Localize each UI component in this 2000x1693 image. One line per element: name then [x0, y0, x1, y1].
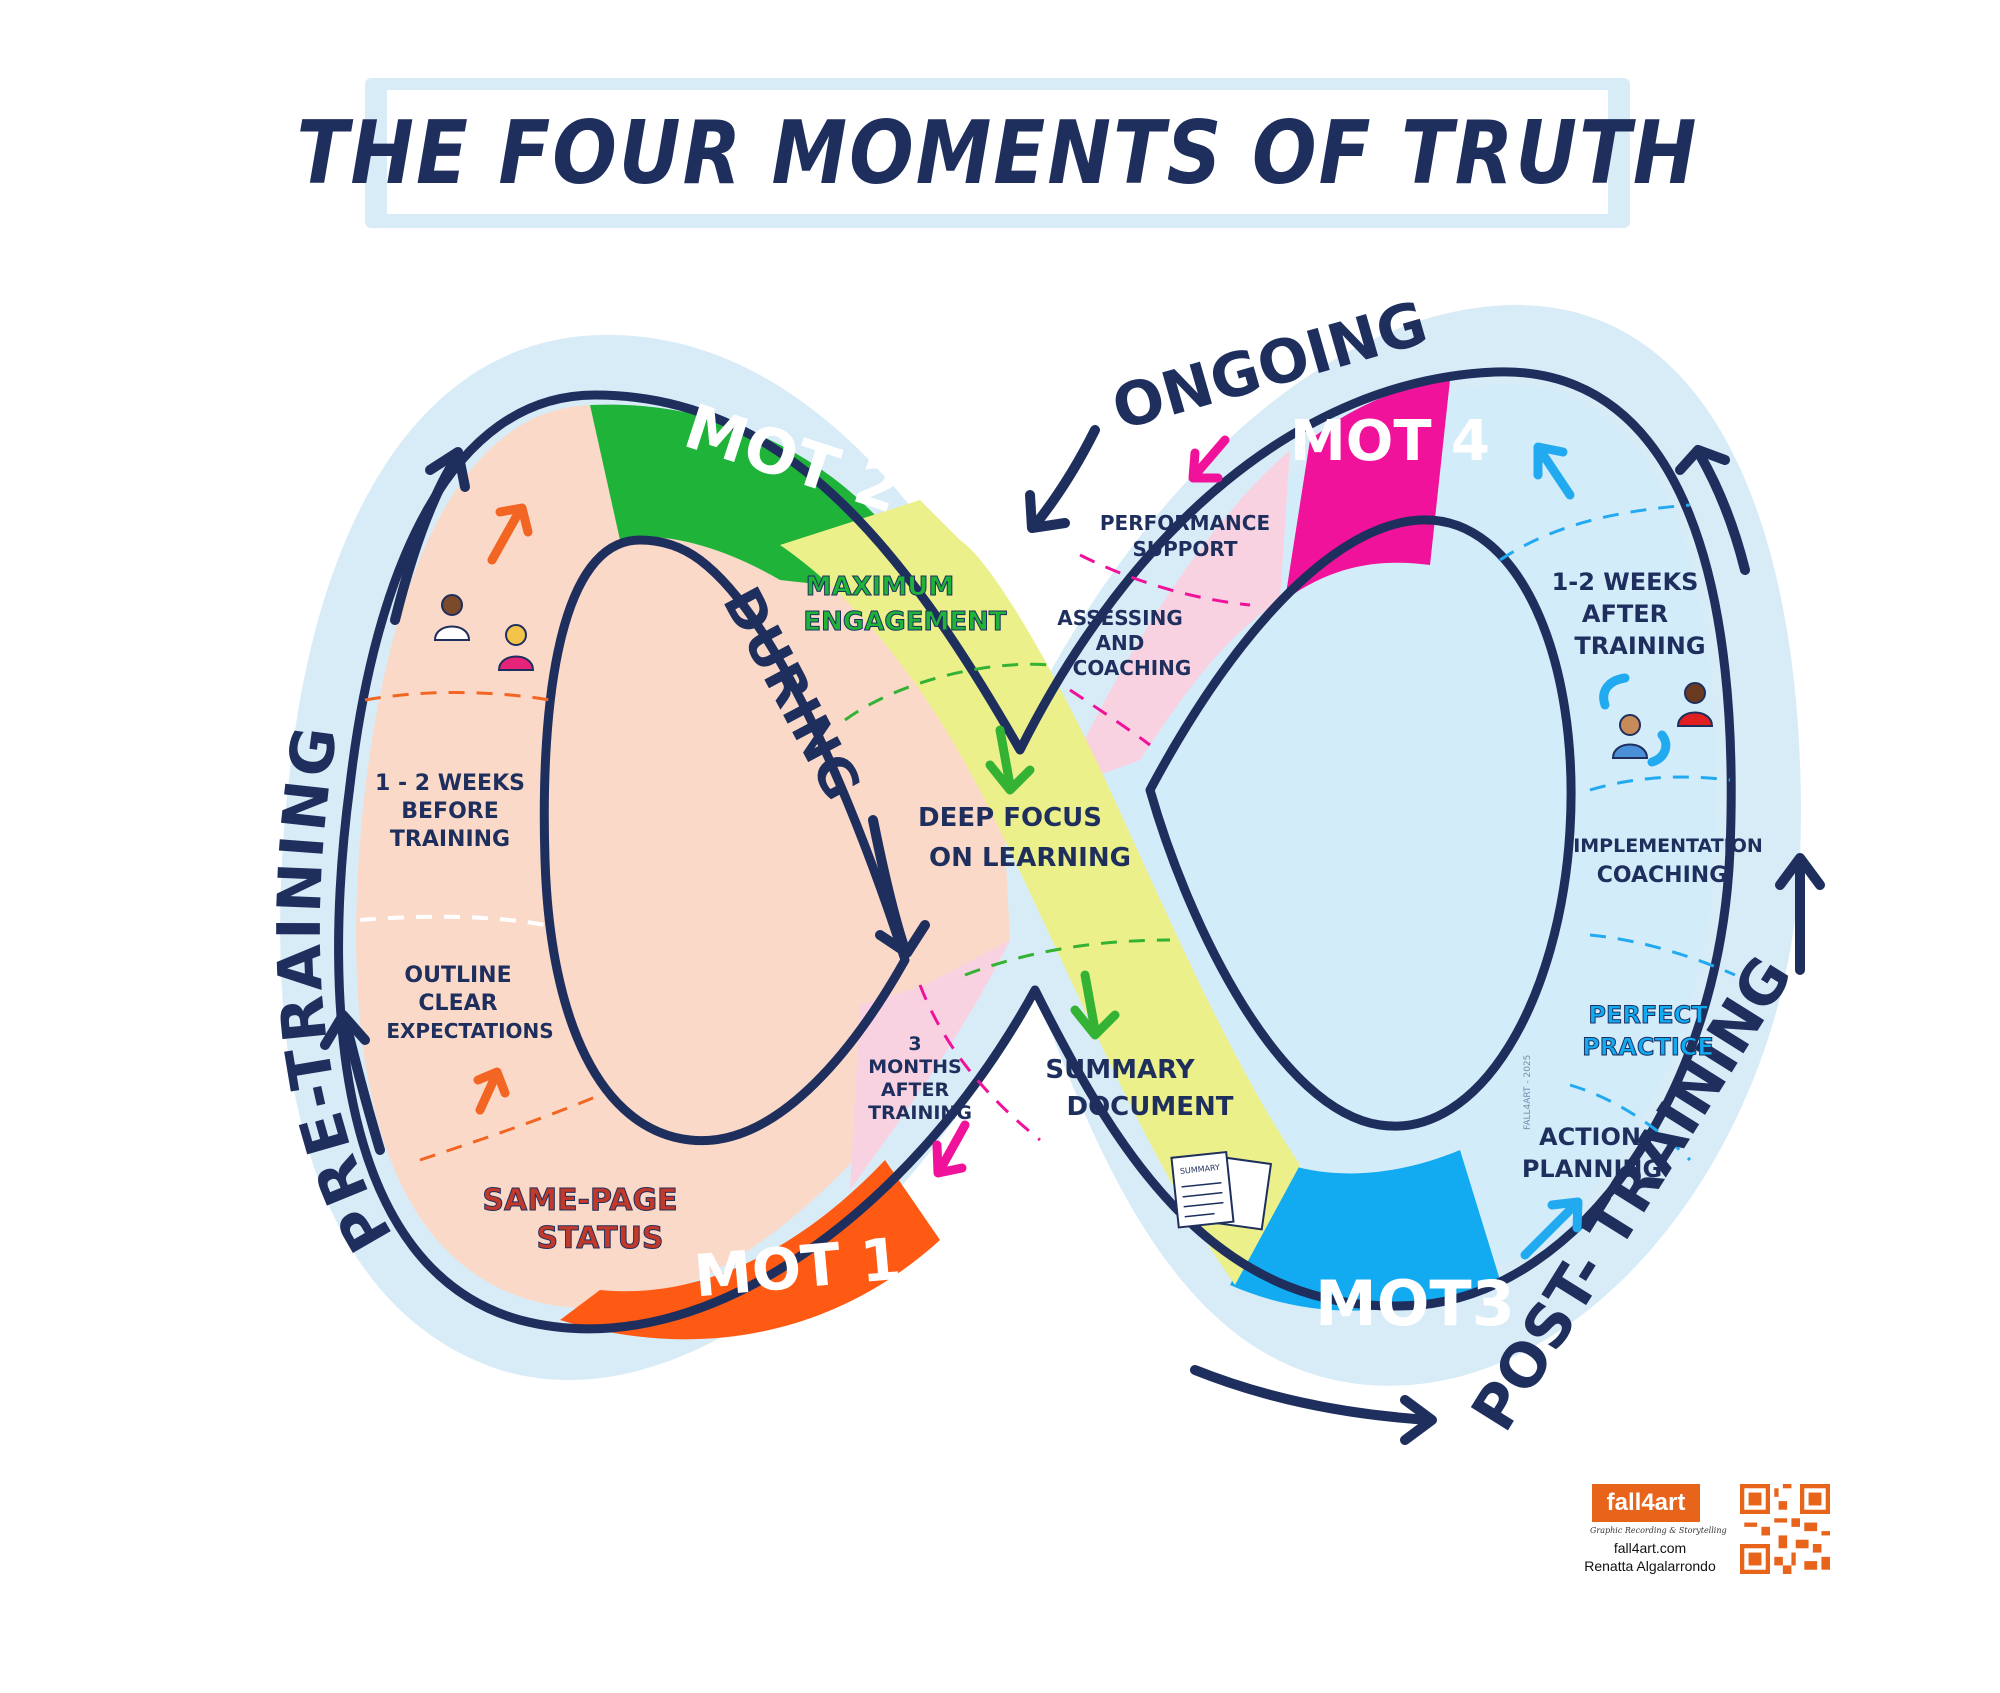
weeks-before-line2: BEFORE	[401, 799, 499, 824]
page-title: THE FOUR MOMENTS OF TRUTH	[296, 100, 1699, 204]
deep-focus-line2: ON LEARNING	[929, 843, 1131, 873]
left-loop-text: 1 - 2 WEEKS BEFORE TRAINING OUTLINE CLEA…	[375, 771, 678, 1257]
max-engagement-line1: MAXIMUM	[806, 572, 955, 602]
document-icon-label: SUMMARY	[1179, 1163, 1220, 1176]
summary-line2: DOCUMENT	[1066, 1092, 1233, 1122]
expectations-line3: EXPECTATIONS	[386, 1019, 553, 1043]
performance-line2: SUPPORT	[1132, 537, 1237, 561]
weeks-after-line1: 1-2 WEEKS	[1552, 568, 1699, 596]
learner-icon	[1676, 682, 1714, 727]
people-icons	[433, 594, 1714, 759]
expectations-line1: OUTLINE	[404, 963, 511, 988]
perfect-practice-line1: PERFECT	[1588, 1001, 1708, 1029]
mot3-label: MOT3	[1315, 1267, 1515, 1340]
weeks-after-line3: TRAINING	[1574, 632, 1705, 660]
implementation-line1: IMPLEMENTATION	[1573, 835, 1763, 857]
action-planning-line1: ACTION	[1539, 1123, 1641, 1151]
mot4-label: MOT 4	[1290, 409, 1490, 474]
pink-arrow-icon	[932, 435, 1230, 1178]
fall4art-logo: fall4art	[1592, 1484, 1700, 1522]
months-line2: MONTHS	[868, 1056, 962, 1078]
weeks-before-line3: TRAINING	[390, 827, 510, 852]
green-arrow-icon	[985, 725, 1120, 1040]
perfect-practice-line2: PRACTICE	[1582, 1033, 1714, 1061]
action-planning-line2: PLANNING	[1522, 1155, 1662, 1183]
summary-line1: SUMMARY	[1045, 1055, 1195, 1085]
credit-name: Renatta Algalarrondo	[1584, 1558, 1716, 1574]
inner-arrows	[473, 435, 1671, 1260]
implementation-line2: COACHING	[1597, 863, 1728, 888]
weeks-before-line1: 1 - 2 WEEKS	[375, 771, 525, 796]
deep-focus-line1: DEEP FOCUS	[918, 803, 1102, 833]
coach-icon	[1611, 714, 1649, 759]
woman-icon	[497, 624, 535, 671]
expectations-line2: CLEAR	[418, 991, 497, 1016]
credit-site[interactable]: fall4art.com	[1613, 1540, 1687, 1556]
performance-line1: PERFORMANCE	[1100, 511, 1270, 535]
artist-signature: FALL4ART - 2025	[1523, 1055, 1533, 1130]
right-loop-text: PERFORMANCE SUPPORT ASSESSING AND COACHI…	[1057, 511, 1763, 1183]
max-engagement-line2: ENGAGEMENT	[803, 607, 1006, 637]
dashed-dividers	[359, 503, 1736, 1162]
blue-arrow-icon	[1520, 442, 1671, 1260]
title-frame: THE FOUR MOMENTS OF TRUTH	[297, 90, 1696, 214]
man-icon	[433, 594, 471, 641]
months-line4: TRAINING	[868, 1102, 972, 1124]
center-text: MAXIMUM ENGAGEMENT DEEP FOCUS ON LEARNIN…	[803, 572, 1234, 1123]
logo-tagline: Graphic Recording & Storytelling	[1590, 1526, 1727, 1535]
assessing-line2: AND	[1096, 631, 1145, 655]
flow-arrows	[320, 425, 1825, 1445]
center-band	[780, 500, 1300, 1285]
weeks-after-line2: AFTER	[1582, 600, 1668, 628]
assessing-line3: COACHING	[1073, 656, 1192, 680]
months-after-text: 3 MONTHS AFTER TRAINING	[868, 1033, 972, 1124]
assessing-line1: ASSESSING	[1057, 606, 1183, 630]
same-page-line2: STATUS	[536, 1221, 663, 1256]
months-line3: AFTER	[881, 1079, 950, 1101]
orange-arrow-icon	[473, 503, 533, 1115]
qr-code-icon[interactable]	[1740, 1484, 1830, 1574]
document-icon: SUMMARY	[1170, 1150, 1273, 1231]
same-page-line1: SAME-PAGE	[482, 1183, 677, 1218]
title-banner: THE FOUR MOMENTS OF TRUTH	[297, 78, 1696, 228]
credit-block: fall4art Graphic Recording & Storytellin…	[1580, 1484, 1850, 1584]
months-line1: 3	[908, 1033, 921, 1055]
